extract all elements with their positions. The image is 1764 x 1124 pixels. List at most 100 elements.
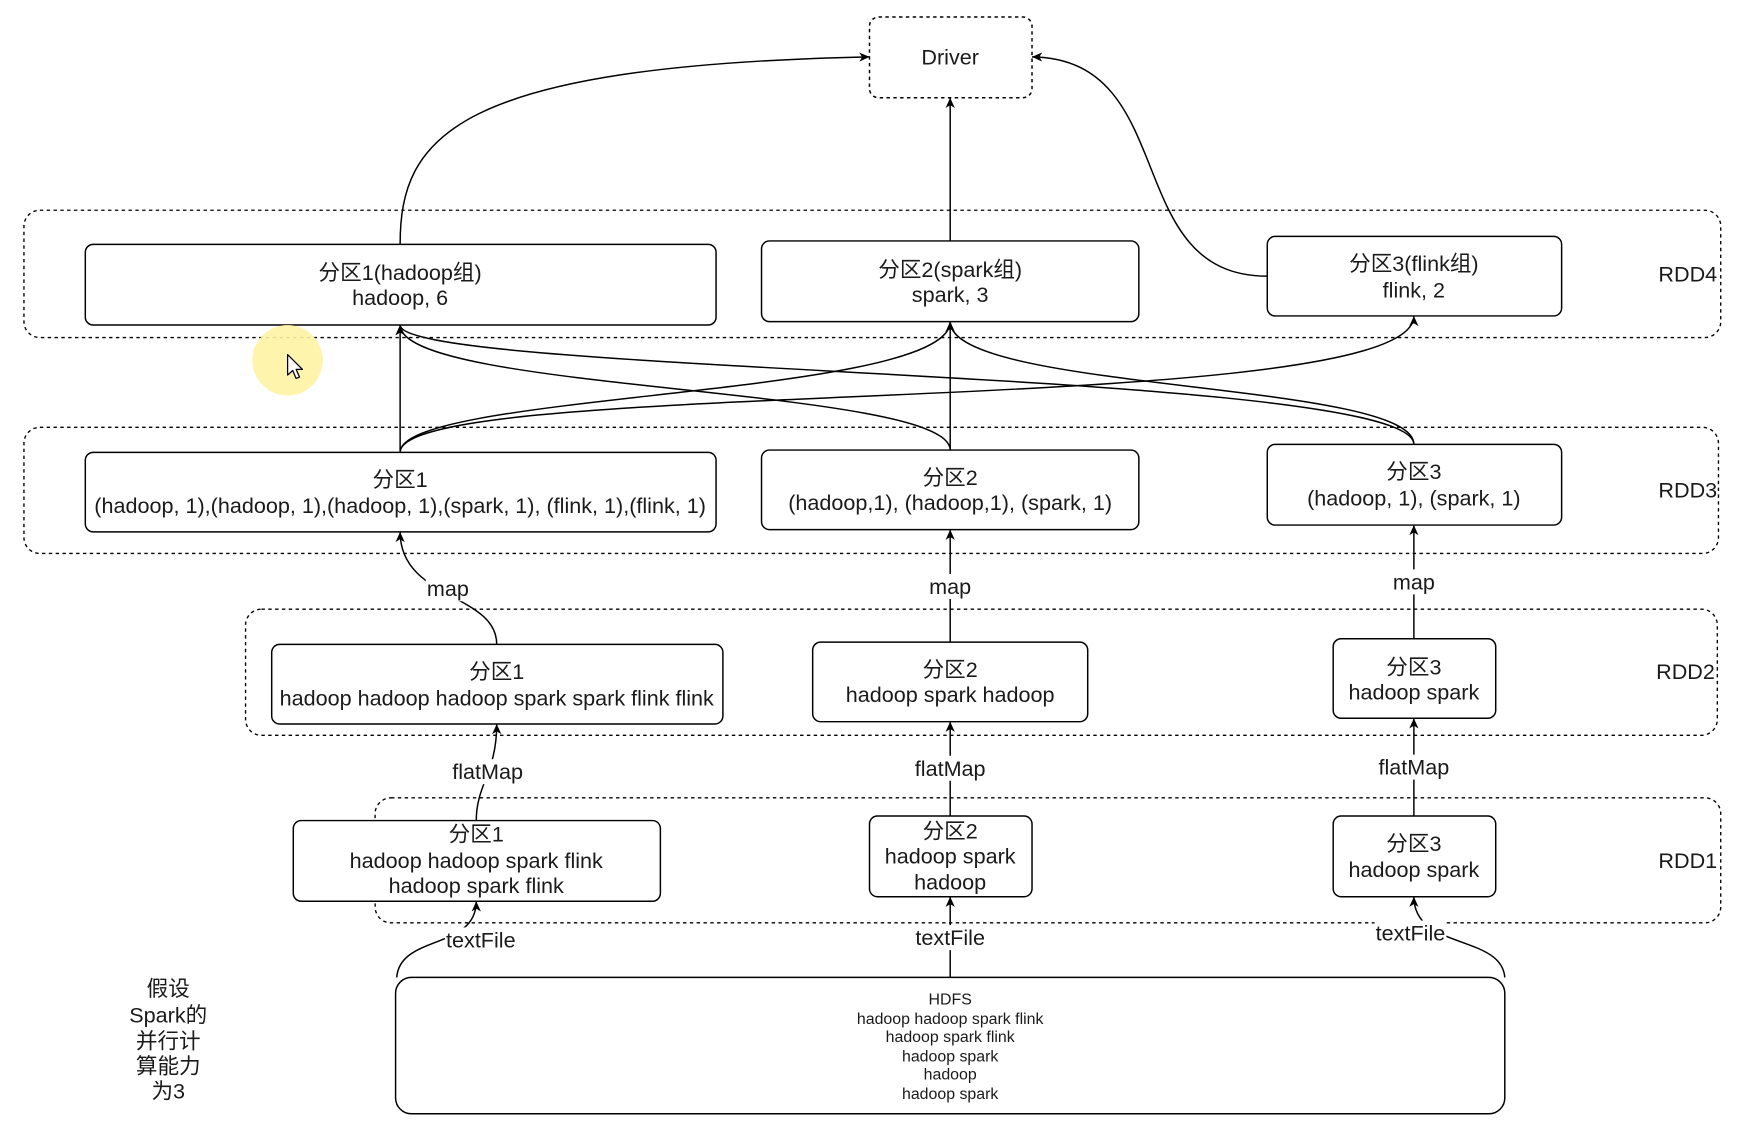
textfile-label-1-background — [444, 927, 517, 953]
hdfs-line-5: hadoop spark — [902, 1086, 998, 1103]
rdd2-container — [244, 608, 1719, 736]
rdd2-partition-2-title: 分区2 — [923, 657, 978, 682]
map-label-3-text: map — [1393, 569, 1435, 594]
rdd2-partition-3-words: hadoop spark — [1348, 680, 1479, 705]
map-label-partition-2: map — [928, 573, 973, 599]
rdd2-label: RDD2 — [1656, 659, 1715, 684]
rdd3-partition-1: 分区1 (hadoop, 1),(hadoop, 1),(hadoop, 1),… — [84, 451, 717, 533]
parallelism-note: 假设 Spark的 并行计 算能力 为3 — [129, 976, 207, 1103]
edge-rdd4-partition-1-to-driver — [399, 52, 870, 245]
edge-rdd3-p1-to-rdd4-p2 — [399, 321, 955, 453]
rdd2-partition-3: 分区3 hadoop spark — [1332, 637, 1497, 720]
map-label-partition-1: map — [425, 576, 470, 602]
map-label-3-background — [1391, 569, 1437, 595]
edge-hdfs-to-rdd1-partition-3 — [1409, 896, 1506, 978]
hdfs-line-2: hadoop spark flink — [886, 1029, 1015, 1046]
rdd1-partition-3-title: 分区3 — [1386, 831, 1441, 856]
rdd1-partition-3: 分区3 hadoop spark — [1332, 815, 1497, 898]
note-line-5: 为3 — [151, 1079, 185, 1104]
map-label-2-background — [928, 573, 973, 599]
flatmap-label-2-background — [913, 755, 987, 781]
rdd1-partition-1-line-1: hadoop hadoop spark flink — [350, 848, 603, 873]
rdd3-partition-2-records: (hadoop,1), (hadoop,1), (spark, 1) — [788, 490, 1112, 515]
textfile-label-partition-3: textFile — [1374, 920, 1447, 946]
rdd1-partition-2: 分区2 hadoop spark hadoop — [868, 815, 1033, 898]
rdd3-partition-1-title: 分区1 — [373, 467, 428, 492]
rdd4-partition-1-record: hadoop, 6 — [352, 285, 448, 310]
flatmap-label-partition-1: flatMap — [451, 759, 525, 785]
rdd4-container — [23, 209, 1722, 339]
flatmap-label-partition-3: flatMap — [1377, 754, 1451, 780]
driver-label: Driver — [921, 44, 979, 69]
rdd4-partition-2: 分区2(spark组) spark, 3 — [760, 240, 1140, 323]
note-line-1: 假设 — [147, 976, 190, 1001]
edge-labels: map map map flatMap flatMap flatMap text… — [425, 569, 1451, 953]
rdd1-label: RDD1 — [1658, 848, 1717, 873]
rdd1-partition-2-line-2: hadoop — [914, 869, 986, 894]
map-label-1-text: map — [427, 576, 469, 601]
map-label-1-background — [425, 576, 470, 602]
rdd3-partition-3: 分区3 (hadoop, 1), (spark, 1) — [1266, 443, 1563, 526]
note-line-4: 算能力 — [136, 1054, 201, 1079]
rdd4-partition-1-title: 分区1(hadoop组) — [319, 260, 482, 285]
hdfs-line-4: hadoop — [924, 1067, 977, 1084]
edge-rdd3-p3-to-rdd4-p2 — [945, 321, 1415, 445]
rdd3-partition-3-records: (hadoop, 1), (spark, 1) — [1307, 485, 1521, 510]
rdd4-label: RDD4 — [1658, 261, 1717, 286]
mouse-pointer-icon — [286, 353, 304, 380]
flatmap-label-1-background — [451, 759, 525, 785]
rdd4-group: RDD4 — [23, 209, 1722, 339]
rdd1-partition-1-line-2: hadoop spark flink — [389, 873, 564, 898]
rdd3-group: RDD3 — [23, 426, 1720, 555]
edge-rdd3-p3-to-rdd4-p1 — [395, 324, 1415, 445]
rdd3-partition-3-title: 分区3 — [1386, 459, 1441, 484]
rdd1-partition-3-line-1: hadoop spark — [1348, 857, 1479, 882]
textfile-label-3-background — [1374, 920, 1447, 946]
edges — [395, 52, 1506, 978]
rdd1-partition-1: 分区1 hadoop hadoop spark flink hadoop spa… — [292, 819, 662, 902]
rdd1-group: RDD1 — [374, 797, 1722, 924]
rdd3-container — [23, 426, 1720, 555]
flatmap-label-partition-2: flatMap — [913, 755, 987, 781]
note-line-3: 并行计 — [136, 1029, 201, 1054]
textfile-label-3-text: textFile — [1376, 921, 1446, 946]
rdd3-partition-2-title: 分区2 — [923, 465, 978, 490]
driver-node: Driver — [868, 16, 1033, 99]
rdd3-label: RDD3 — [1658, 477, 1717, 502]
rdd2-partition-2: 分区2 hadoop spark hadoop — [811, 641, 1089, 723]
rdd3-partition-1-records: (hadoop, 1),(hadoop, 1),(hadoop, 1),(spa… — [94, 493, 706, 518]
rdd2-group: RDD2 — [244, 608, 1719, 736]
textfile-label-partition-1: textFile — [444, 927, 517, 953]
rdd1-partition-2-title: 分区2 — [923, 818, 978, 843]
edge-hdfs-to-rdd1-partition-1 — [395, 901, 481, 978]
note-line-2: Spark的 — [129, 1002, 207, 1027]
hdfs-title: HDFS — [929, 992, 972, 1009]
rdd2-partition-1-title: 分区1 — [469, 659, 524, 684]
textfile-label-2-text: textFile — [915, 925, 985, 950]
edge-rdd3-p1-to-rdd4-p3 — [399, 315, 1419, 453]
hdfs-node: HDFS hadoop hadoop spark flink hadoop sp… — [394, 976, 1506, 1115]
rdd4-partition-3-record: flink, 2 — [1383, 277, 1445, 302]
map-label-2-text: map — [929, 574, 971, 599]
flatmap-label-1-text: flatMap — [452, 759, 523, 784]
flatmap-label-3-text: flatMap — [1379, 755, 1450, 780]
rdd1-partition-2-line-1: hadoop spark — [885, 843, 1016, 868]
edge-rdd3-p2-to-rdd4-p1 — [395, 325, 951, 451]
rdd1-partition-1-title: 分区1 — [449, 822, 504, 847]
edge-rdd4-partition-3-to-driver — [1032, 52, 1268, 277]
rdd4-partition-1: 分区1(hadoop组) hadoop, 6 — [84, 243, 717, 326]
rdd4-partition-2-title: 分区2(spark组) — [878, 257, 1022, 282]
hdfs-line-1: hadoop hadoop spark flink — [857, 1011, 1044, 1028]
rdd4-partition-2-record: spark, 3 — [912, 282, 989, 307]
hdfs-line-3: hadoop spark — [902, 1048, 998, 1065]
rdd2-partition-1-words: hadoop hadoop hadoop spark spark flink f… — [280, 685, 714, 710]
rdd4-partition-3-title: 分区3(flink组) — [1349, 251, 1478, 276]
textfile-label-1-text: textFile — [446, 927, 516, 952]
textfile-label-partition-2: textFile — [914, 925, 987, 951]
flatmap-label-2-text: flatMap — [915, 756, 986, 781]
rdd3-partition-2: 分区2 (hadoop,1), (hadoop,1), (spark, 1) — [760, 449, 1140, 531]
rdd4-partition-3: 分区3(flink组) flink, 2 — [1266, 235, 1563, 317]
rdd1-container — [374, 797, 1722, 924]
